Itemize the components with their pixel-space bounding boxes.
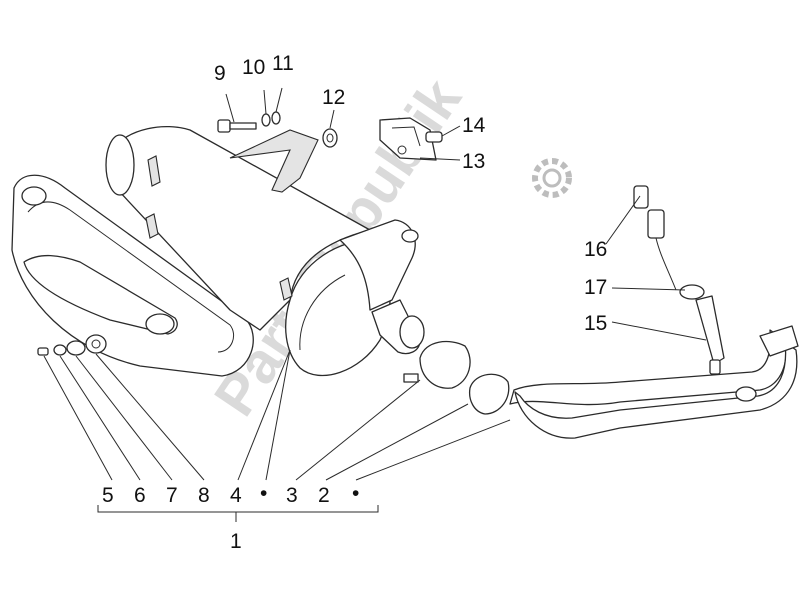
callout-15: 15: [584, 312, 607, 335]
bracket-13: [379, 117, 437, 161]
oxygen-sensor-15: [695, 295, 725, 375]
callout-7: 7: [166, 484, 178, 507]
callout-6: 6: [134, 484, 146, 507]
bushing-12: [322, 128, 338, 148]
callout-5: 5: [102, 484, 114, 507]
heat-shield: [11, 174, 254, 377]
callout-10: 10: [242, 56, 265, 79]
screw-14: [425, 131, 443, 143]
sensor-connector-16: [633, 185, 677, 291]
washer-6: [53, 344, 67, 356]
callout-8: 8: [198, 484, 210, 507]
callout-17: 17: [584, 276, 607, 299]
screw-5: [37, 347, 49, 356]
callout-12: 12: [322, 86, 345, 109]
bolt-9: [217, 119, 257, 133]
callout-2: 2: [318, 484, 330, 507]
callout-9: 9: [214, 62, 226, 85]
callout-11: 11: [272, 52, 294, 75]
exhaust-pipe: [509, 325, 799, 439]
muffler: [105, 125, 425, 377]
washer-11: [271, 111, 281, 125]
gasket-2: [468, 373, 510, 415]
callout-14: 14: [462, 114, 486, 137]
grommet-8: [85, 334, 107, 354]
gear-icon: [532, 158, 572, 198]
clamp-3: [403, 340, 471, 389]
washer-10: [261, 113, 271, 127]
washer-7: [66, 340, 86, 356]
callout-labels: 9 10 11 12 14 13 16 17 15 5 6 7 8 4 • 3 …: [102, 52, 607, 553]
callout-4: 4: [230, 484, 242, 507]
callout-bullet-b: •: [352, 482, 359, 505]
callout-13: 13: [462, 150, 485, 173]
callout-bullet-a: •: [260, 482, 267, 505]
callout-1: 1: [230, 530, 242, 553]
callout-3: 3: [286, 484, 298, 507]
leader-lines: [43, 87, 707, 481]
group-bracket: [97, 505, 379, 522]
callout-16: 16: [584, 238, 607, 261]
sensor-clip-17: [679, 284, 705, 300]
